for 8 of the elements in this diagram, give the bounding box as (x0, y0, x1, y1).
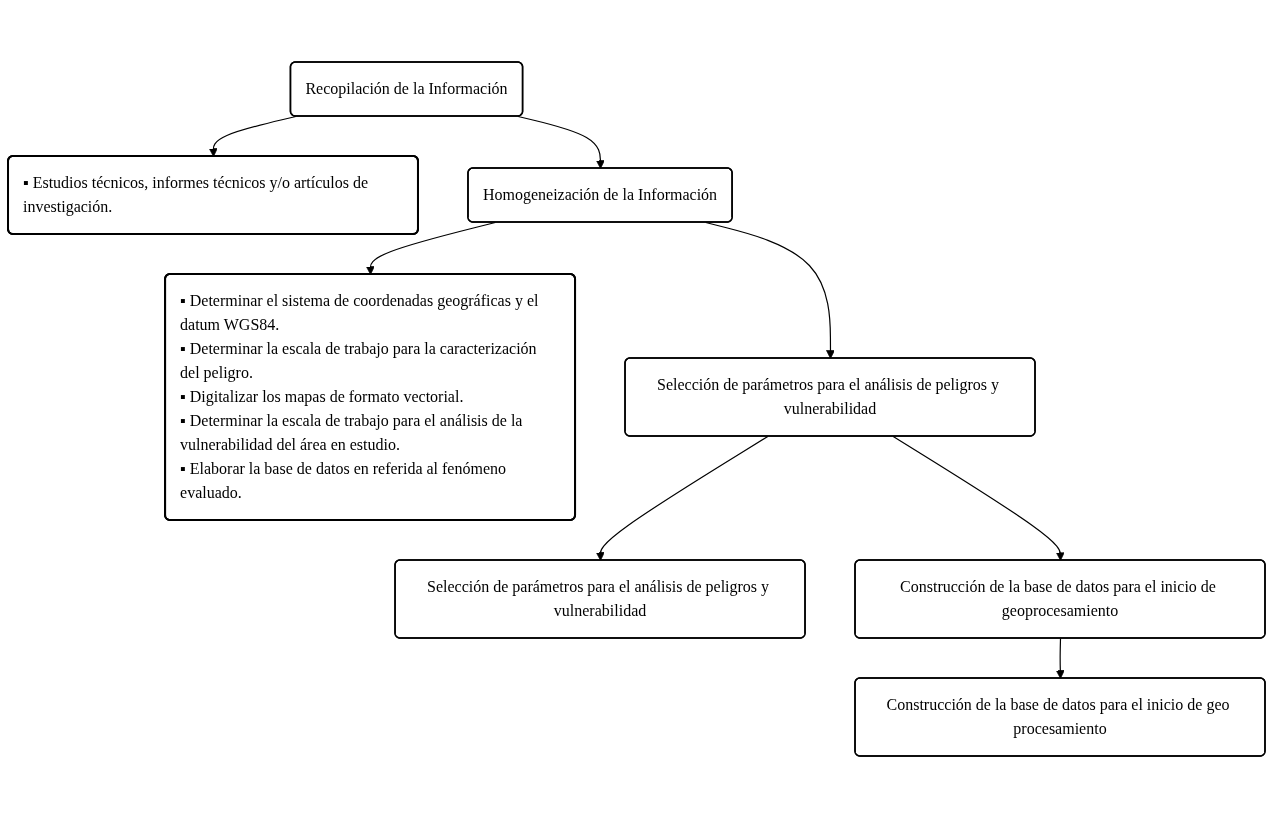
arrow (1055, 637, 1065, 679)
arrow (365, 221, 496, 275)
arrow (705, 221, 835, 359)
arrow (517, 115, 605, 169)
arrow (892, 435, 1065, 561)
arrow (208, 115, 297, 157)
node-text: ▪ Estudios técnicos, informes técnicos y/o artículos de investigación. (23, 173, 369, 215)
arrow (595, 435, 769, 561)
